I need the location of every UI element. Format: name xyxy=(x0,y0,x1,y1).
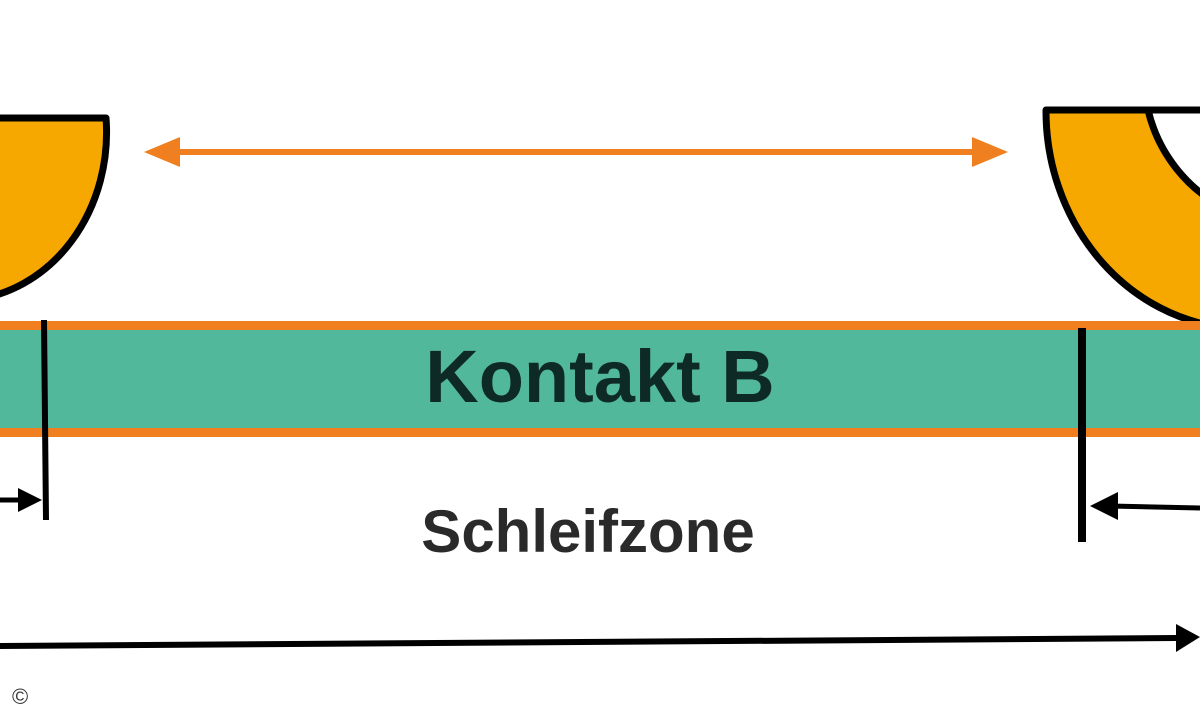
zone-label: Schleifzone xyxy=(421,498,754,565)
right-slider-icon xyxy=(1042,106,1200,327)
total-length-arrow-icon xyxy=(0,624,1200,652)
contact-strip xyxy=(0,321,1200,437)
left-slider-icon xyxy=(0,114,111,298)
left-zone-marker xyxy=(0,319,49,521)
copyright-mark: © xyxy=(12,684,28,709)
right-zone-marker xyxy=(1078,328,1200,542)
travel-arrow-icon xyxy=(144,137,1008,167)
contact-label: Kontakt B xyxy=(425,335,774,418)
